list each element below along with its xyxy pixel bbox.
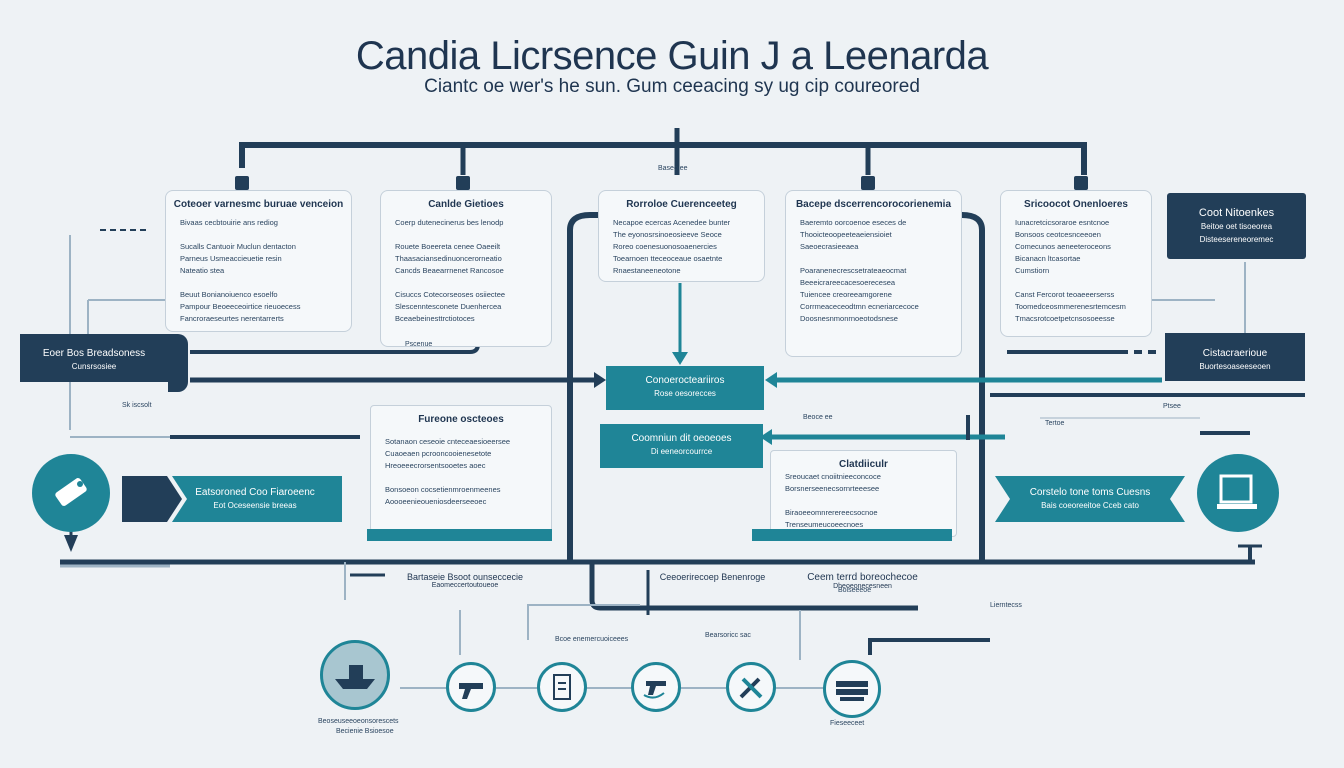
circle-caption-1: Beoseuseeoeonsorescets bbox=[318, 718, 399, 725]
gun-icon-circle bbox=[446, 662, 496, 712]
center-process-box-2[interactable]: Coomniun dit oeoeoes Di eeneorcourrce bbox=[600, 424, 763, 468]
tiny-tag: Lierntecss bbox=[990, 602, 1022, 609]
column-card-1: Coteoer varnesmc buruae venceion Bivaas … bbox=[165, 190, 352, 332]
stamp-icon bbox=[836, 681, 868, 701]
laptop-icon bbox=[1217, 474, 1257, 509]
column-title: Sricoocot Onenloeres bbox=[1024, 199, 1128, 210]
lower-column-bar-1 bbox=[367, 529, 552, 541]
tiny-label-right: Bearsoricc sac bbox=[705, 632, 751, 639]
tiny-tag: Ptsee bbox=[1163, 403, 1181, 410]
bottom-label-left: Bartaseie Bsoot ounseccecie Eaomeccertou… bbox=[406, 572, 524, 589]
column-body: Baeremto oorcoenoe eseces de Thooicteoop… bbox=[800, 218, 919, 323]
tiny-label-left: Bcoe enemercuoiceees bbox=[555, 636, 629, 643]
tiny-tag: Beoce ee bbox=[803, 414, 833, 421]
column-card-2: Canlde Gietioes Coerp dutenecinerus bes … bbox=[380, 190, 552, 347]
lock-icon bbox=[1074, 176, 1088, 190]
stamp-icon bbox=[861, 176, 875, 190]
tiny-tag: Boiseeeoe bbox=[838, 587, 872, 594]
permit-icon bbox=[456, 176, 470, 190]
column-title: Rorroloe Cuerenceeteg bbox=[626, 199, 737, 210]
column-title: Fureone oscteoes bbox=[418, 414, 504, 425]
column-card-3: Rorroloe Cuerenceeteg Necapoe ecercas Ac… bbox=[598, 190, 765, 282]
column-body: Necapoe ecercas Acenedee bunter The eyon… bbox=[613, 218, 731, 275]
laptop-icon-circle bbox=[1197, 454, 1279, 532]
boat-icon bbox=[335, 665, 375, 689]
ribbon-left-text: Eatsoroned Coo Fiaroeenc Eot Oceseensie … bbox=[195, 487, 315, 510]
gun-icon bbox=[459, 683, 483, 699]
tag-icon bbox=[235, 176, 249, 190]
tiny-tag: Sk iscsolt bbox=[122, 402, 152, 409]
column-title: Canlde Gietioes bbox=[428, 199, 504, 210]
tiny-tag: Pscenue bbox=[405, 341, 433, 348]
tools-icon bbox=[739, 677, 763, 699]
column-card-4: Bacepe dscerrencorocorienemia Baeremto o… bbox=[785, 190, 962, 357]
lower-column-bar-2 bbox=[752, 529, 952, 541]
lower-column-card-2: Clatdiiculr Sreoucaet cnoiitnieeconcoce … bbox=[770, 450, 957, 537]
tools-icon-circle bbox=[726, 662, 776, 712]
circle-caption-2: Becienie Bsioesoe bbox=[336, 728, 394, 735]
page-title: Candia Licrsence Guin J a Leenarda bbox=[355, 34, 989, 78]
ribbon-right-text: Corstelo tone toms Cuesns Bais coeoreeit… bbox=[1029, 487, 1151, 510]
column-body: Bivaas cecbtouirie ans rediog Sucalls Ca… bbox=[180, 218, 301, 323]
column-body: Coerp dutenecinerus bes lenodp Rouete Bo… bbox=[395, 218, 506, 323]
tiny-tag: Tertoe bbox=[1045, 420, 1065, 427]
column-body: Sotanaon ceseoie cnteceaesioeersee Cuaoe… bbox=[385, 437, 511, 506]
column-body: Sreoucaet cnoiitnieeconcoce Borsnerseene… bbox=[785, 472, 881, 529]
ribbon-right bbox=[995, 476, 1185, 522]
hand-gun-icon bbox=[643, 681, 666, 699]
tiny-tag: Baseo ee bbox=[658, 165, 688, 172]
page-subtitle: Ciantc oe wer's he sun. Gum ceeacing sy … bbox=[424, 76, 920, 97]
lower-column-card-1: Fureone oscteoes Sotanaon ceseoie cntece… bbox=[370, 405, 552, 532]
stamp-icon-circle bbox=[823, 660, 881, 718]
ribbon-left bbox=[122, 476, 342, 522]
center-process-box-1[interactable]: Conoerocteariiros Rose oesorecces bbox=[606, 366, 764, 410]
column-card-5: Sricoocot Onenloeres Iunacretcicsoraroe … bbox=[1000, 190, 1152, 337]
side-box-right-top[interactable]: Coot Nitoenkes Beitoe oet tisoeorea Dist… bbox=[1167, 193, 1306, 259]
boat-icon-circle bbox=[320, 640, 390, 710]
tag-icon-circle bbox=[32, 454, 110, 532]
tag-icon bbox=[55, 478, 87, 506]
column-body: Iunacretcicsoraroe esntcnoe Bonsoos ceot… bbox=[1015, 218, 1126, 323]
circle-caption-3: Fieseeceet bbox=[830, 720, 865, 727]
bottom-label-right: Ceem terrd boreochecoe Dheoeonecesneen bbox=[807, 572, 918, 590]
hand-gun-icon-circle bbox=[631, 662, 681, 712]
permit-icon bbox=[553, 674, 571, 700]
column-title: Bacepe dscerrencorocorienemia bbox=[795, 199, 952, 210]
bottom-label-center: Ceeoerirecoep Benenroge bbox=[659, 572, 766, 582]
column-title: Coteoer varnesmc buruae venceion bbox=[173, 199, 344, 210]
column-title: Clatdiiculr bbox=[839, 459, 888, 470]
side-box-right-mid[interactable]: Cistacraerioue Buortesoaseeseoen bbox=[1165, 333, 1305, 381]
side-box-left-tab bbox=[168, 334, 188, 392]
side-box-left[interactable]: Eoer Bos Breadsoness Cunsrsosiee bbox=[20, 334, 168, 382]
permit-icon-circle bbox=[537, 662, 587, 712]
